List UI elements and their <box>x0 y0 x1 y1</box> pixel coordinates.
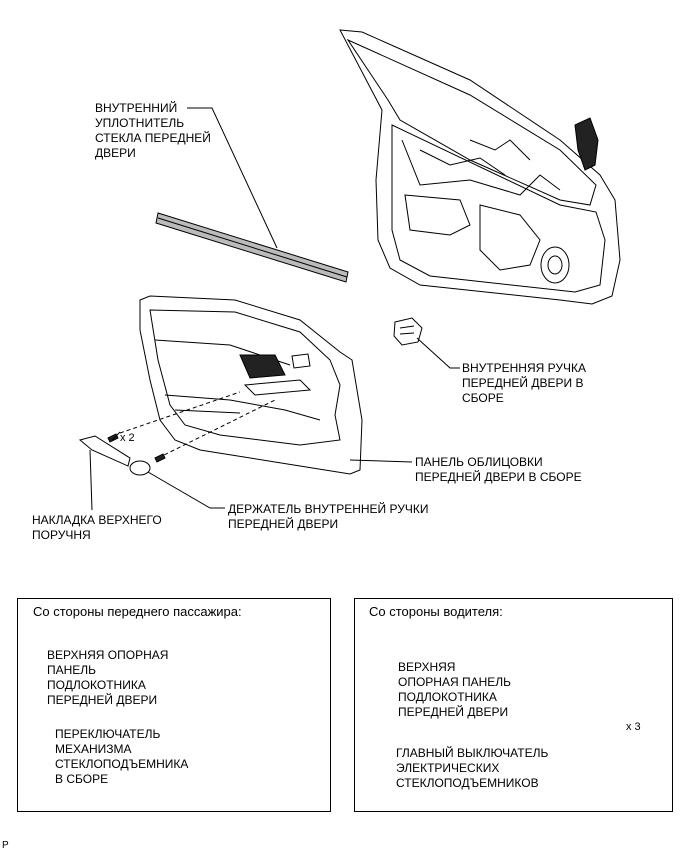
label-passenger-regulator-switch: ПЕРЕКЛЮЧАТЕЛЬ МЕХАНИЗМА СТЕКЛОПОДЪЕМНИКА… <box>55 727 189 786</box>
inside-handle-part <box>393 317 423 346</box>
label-inside-handle: ВНУТРЕННЯЯ РУЧКА ПЕРЕДНЕЙ ДВЕРИ В СБОРЕ <box>462 361 586 405</box>
alignment-line-2 <box>157 399 276 459</box>
driver-screw-quantity: x 3 <box>626 721 641 733</box>
passenger-side-box <box>17 598 331 812</box>
label-handle-bezel: ДЕРЖАТЕЛЬ ВНУТРЕННЕЙ РУЧКИ ПЕРЕДНЕЙ ДВЕР… <box>228 502 429 531</box>
leader-handle-bezel <box>147 471 225 509</box>
armrest-cover-part <box>78 435 131 467</box>
alignment-line-1 <box>119 391 241 434</box>
label-armrest-cover: НАКЛАДКА ВЕРХНЕГО ПОРУЧНЯ <box>32 513 162 542</box>
screw-icon <box>154 453 166 463</box>
leader-inside-handle <box>416 337 460 369</box>
leader-armrest-cover <box>89 449 93 511</box>
passenger-box-title: Со стороны переднего пассажира: <box>33 604 242 619</box>
label-passenger-base-panel: ВЕРХНЯЯ ОПОРНАЯ ПАНЕЛЬ ПОДЛОКОТНИКА ПЕРЕ… <box>47 648 169 707</box>
leader-trim-board <box>349 459 413 463</box>
label-driver-base-panel: ВЕРХНЯЯ ОПОРНАЯ ПАНЕЛЬ ПОДЛОКОТНИКА ПЕРЕ… <box>398 660 512 719</box>
leader-inner-weatherstrip <box>187 107 278 249</box>
door-frame <box>339 29 621 305</box>
screw-icon <box>107 431 121 443</box>
label-inner-weatherstrip: ВНУТРЕННИЙ УПЛОТНИТЕЛЬ СТЕКЛА ПЕРЕДНЕЙ Д… <box>95 101 211 160</box>
screw-quantity: x 2 <box>120 432 135 444</box>
driver-box-title: Со стороны водителя: <box>369 604 503 619</box>
door-trim-board-part <box>139 295 363 475</box>
label-driver-master-switch: ГЛАВНЫЙ ВЫКЛЮЧАТЕЛЬ ЭЛЕКТРИЧЕСКИХ СТЕКЛО… <box>396 746 549 790</box>
handle-bezel-part <box>129 460 151 476</box>
inner-weatherstrip-part <box>155 212 349 283</box>
driver-side-box <box>354 598 673 812</box>
corner-mark: P <box>2 840 9 851</box>
label-trim-board: ПАНЕЛЬ ОБЛИЦОВКИ ПЕРЕДНЕЙ ДВЕРИ В СБОРЕ <box>415 455 582 484</box>
